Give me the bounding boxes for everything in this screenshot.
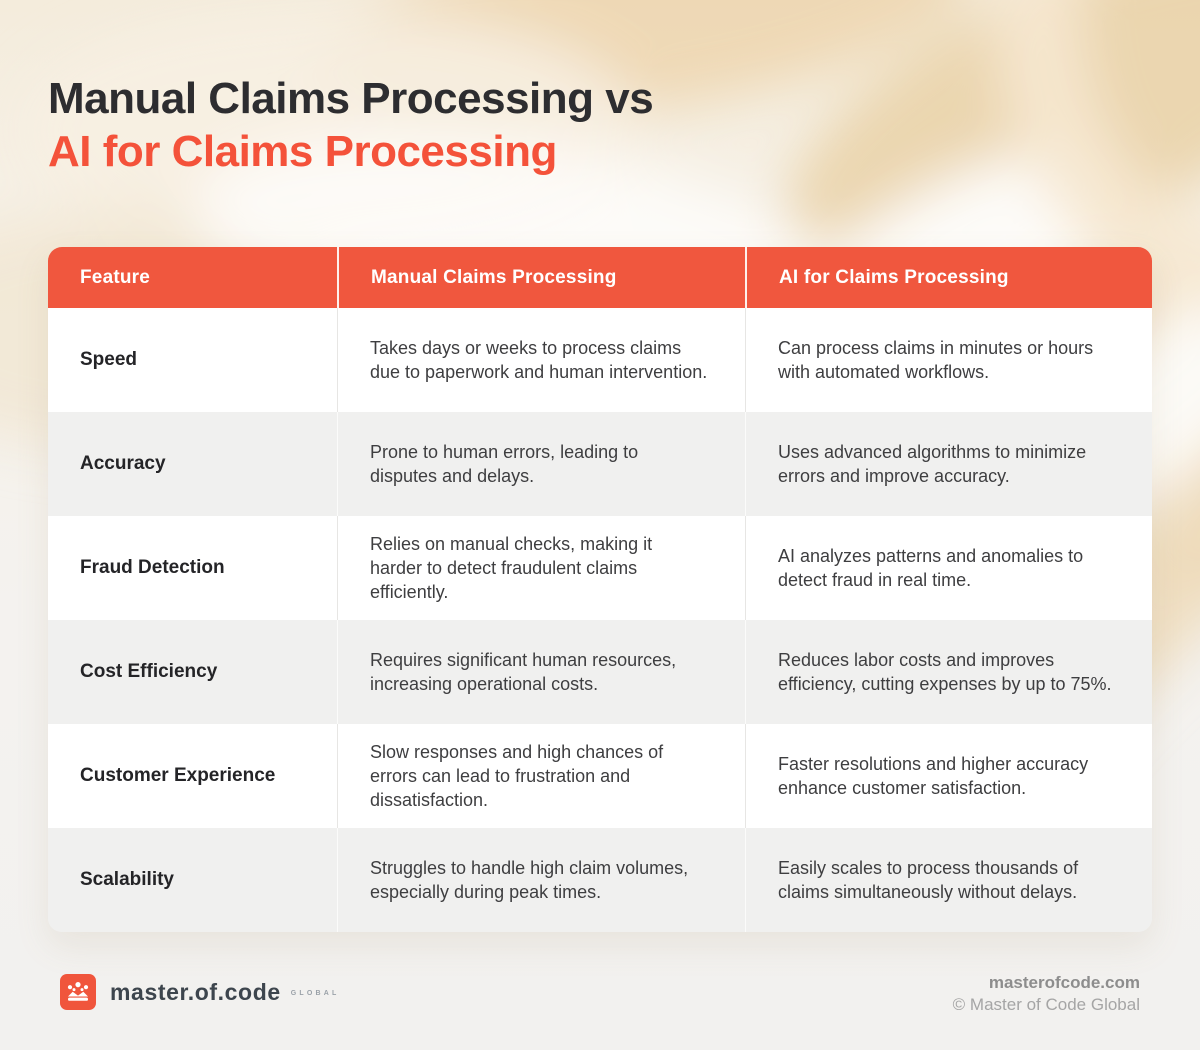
title-line-2: AI for Claims Processing [48, 127, 557, 176]
feature-cell: Scalability [48, 828, 337, 932]
feature-label: Cost Efficiency [80, 661, 218, 682]
header-feature: Feature [80, 266, 151, 288]
feature-cell: Speed [48, 308, 337, 412]
footer-credits: masterofcode.com © Master of Code Global [953, 972, 1140, 1016]
ai-text: Faster resolutions and higher accuracy e… [778, 754, 1089, 798]
ai-cell: Faster resolutions and higher accuracy e… [745, 724, 1152, 828]
feature-label: Speed [80, 349, 138, 370]
ai-text: Uses advanced algorithms to minimize err… [778, 442, 1087, 486]
manual-text: Prone to human errors, leading to disput… [370, 442, 639, 486]
manual-cell: Takes days or weeks to process claims du… [337, 308, 745, 412]
ai-cell: Can process claims in minutes or hours w… [745, 308, 1152, 412]
table-row: Speed Takes days or weeks to process cla… [48, 308, 1152, 412]
table-row: Customer Experience Slow responses and h… [48, 724, 1152, 828]
manual-cell: Struggles to handle high claim volumes, … [337, 828, 745, 932]
manual-cell: Relies on manual checks, making it harde… [337, 516, 745, 620]
manual-text: Relies on manual checks, making it harde… [370, 534, 653, 602]
feature-cell: Customer Experience [48, 724, 337, 828]
ai-text: Reduces labor costs and improves efficie… [778, 650, 1112, 694]
feature-cell: Fraud Detection [48, 516, 337, 620]
feature-label: Accuracy [80, 453, 166, 474]
feature-label: Scalability [80, 869, 174, 890]
footer-copyright: © Master of Code Global [952, 995, 1140, 1014]
ai-cell: Uses advanced algorithms to minimize err… [745, 412, 1152, 516]
manual-text: Takes days or weeks to process claims du… [370, 338, 708, 382]
manual-text: Requires significant human resources, in… [370, 650, 677, 694]
manual-text: Struggles to handle high claim volumes, … [370, 858, 689, 902]
manual-cell: Prone to human errors, leading to disput… [337, 412, 745, 516]
manual-cell: Requires significant human resources, in… [337, 620, 745, 724]
manual-cell: Slow responses and high chances of error… [337, 724, 745, 828]
table-row: Cost Efficiency Requires significant hum… [48, 620, 1152, 724]
feature-label: Customer Experience [80, 765, 276, 786]
footer-website: masterofcode.com [988, 973, 1140, 992]
ai-cell: AI analyzes patterns and anomalies to de… [745, 516, 1152, 620]
table-row: Scalability Struggles to handle high cla… [48, 828, 1152, 932]
header-ai: AI for Claims Processing [745, 247, 1152, 308]
ai-cell: Easily scales to process thousands of cl… [745, 828, 1152, 932]
ai-text: Easily scales to process thousands of cl… [778, 858, 1079, 902]
ai-cell: Reduces labor costs and improves efficie… [745, 620, 1152, 724]
ai-text: Can process claims in minutes or hours w… [778, 338, 1094, 382]
logo-wordmark: master.of.code [110, 978, 281, 1005]
feature-cell: Cost Efficiency [48, 620, 337, 724]
footer-brand: master.of.code GLOBAL [60, 974, 340, 1010]
header-manual: Manual Claims Processing [337, 247, 745, 308]
logo-global-label: GLOBAL [290, 989, 340, 997]
manual-text: Slow responses and high chances of error… [370, 742, 664, 810]
table-row: Fraud Detection Relies on manual checks,… [48, 516, 1152, 620]
feature-label: Fraud Detection [80, 557, 225, 578]
table-header-row: Feature Manual Claims Processing AI for … [48, 247, 1152, 308]
crown-icon [60, 974, 96, 1010]
comparison-table: Feature Manual Claims Processing AI for … [48, 247, 1152, 932]
ai-text: AI analyzes patterns and anomalies to de… [778, 546, 1084, 590]
table-row: Accuracy Prone to human errors, leading … [48, 412, 1152, 516]
title-line-1: Manual Claims Processing vs [48, 74, 654, 123]
page-title: Manual Claims Processing vs AI for Claim… [48, 72, 654, 178]
feature-cell: Accuracy [48, 412, 337, 516]
